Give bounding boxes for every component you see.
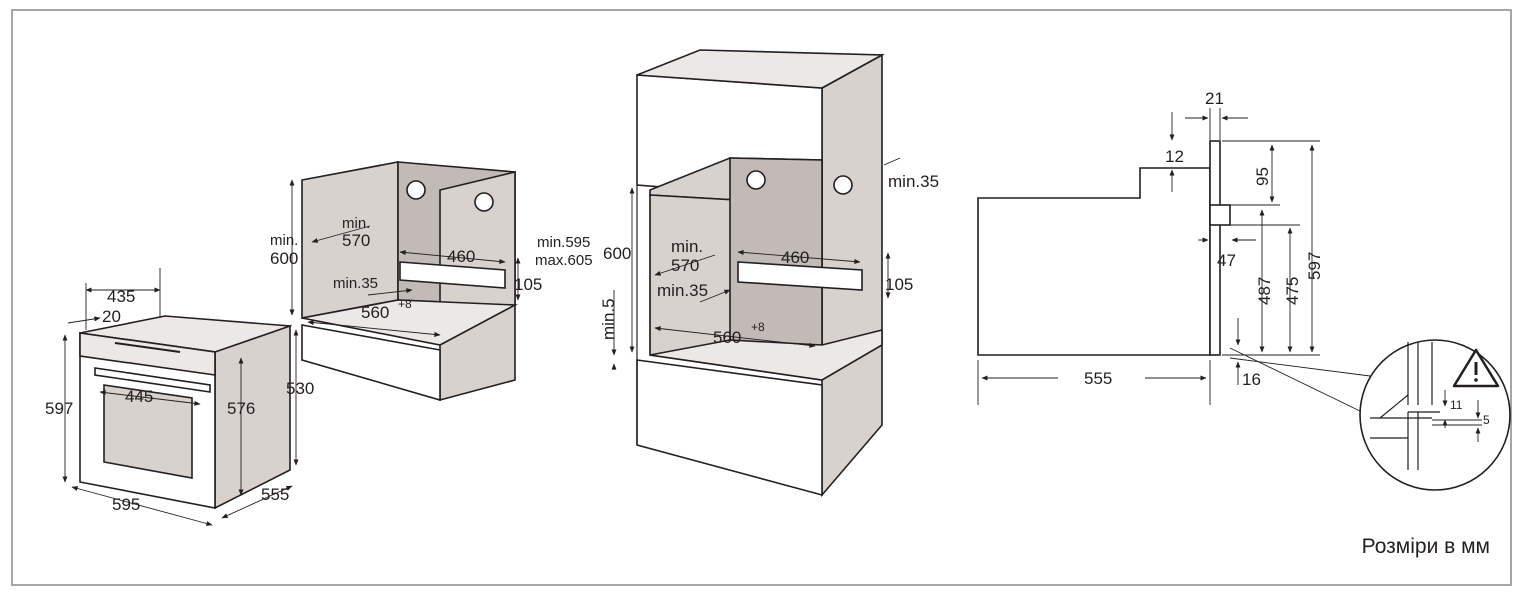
detail-profile (1370, 342, 1440, 470)
oven-height: 597 (45, 399, 73, 418)
oven-depth: 555 (261, 485, 289, 504)
oven-drawing (79, 315, 293, 510)
oven-door-width: 445 (125, 387, 153, 406)
side-height-475: 475 (1283, 277, 1302, 305)
cab2-bottom-gap: min.5 (599, 298, 618, 340)
cab1-opening-width: 560 (361, 303, 389, 322)
cab2-gap: min.35 (657, 281, 708, 300)
cab1-gap: min.35 (333, 275, 378, 292)
cab2-top-gap: min.35 (888, 172, 939, 191)
cab1-min-depth-value: 570 (342, 231, 370, 250)
warning-triangle-icon (1452, 348, 1500, 388)
cab1-min-height-value: 600 (270, 249, 298, 268)
cabinet-column-dimensions (611, 157, 901, 370)
cab1-cutout-height: 105 (514, 275, 542, 294)
cabinet-column (636, 49, 885, 498)
side-top-offset: 95 (1253, 167, 1272, 186)
detail-gap-5: 5 (1483, 413, 1490, 427)
cab1-cutout-width: 460 (447, 247, 475, 266)
side-bottom-offset: 16 (1242, 370, 1261, 389)
cabinet-under-counter (301, 161, 518, 402)
units-note: Розміри в мм (1362, 535, 1490, 558)
side-handle-depth: 47 (1217, 251, 1236, 270)
cab2-opening-width: 560 (713, 328, 741, 347)
cab2-opening-tolerance: +8 (751, 320, 765, 334)
oven-width: 595 (112, 495, 140, 514)
oven-inner-height: 576 (227, 399, 255, 418)
diagram-frame (11, 9, 1512, 586)
side-front-thickness: 21 (1205, 89, 1224, 108)
side-depth: 555 (1084, 369, 1112, 388)
cab1-min-depth-label: min. (342, 215, 370, 232)
cab1-opening-tolerance: +8 (398, 297, 412, 311)
cab1-opening-height-min: min.595 (537, 234, 590, 251)
oven-depth-top: 435 (107, 287, 135, 306)
oven-side-view (977, 140, 1231, 356)
side-step: 12 (1165, 147, 1184, 166)
oven-panel-offset: 20 (102, 307, 121, 326)
cab2-cutout-height: 105 (885, 275, 913, 294)
detail-gap-11: 11 (1450, 398, 1463, 412)
oven-dimensions (62, 268, 299, 526)
cab1-min-height-label: min. (270, 232, 298, 249)
side-height-487: 487 (1255, 277, 1274, 305)
oven-side-depth: 530 (286, 379, 314, 398)
cab2-min-depth-value: 570 (671, 256, 699, 275)
cab1-opening-height-max: max.605 (535, 252, 593, 269)
cab2-cutout-width: 460 (781, 248, 809, 267)
side-view-dimensions (977, 108, 1320, 405)
cab2-min-depth-label: min. (671, 237, 703, 256)
cab2-height: 600 (603, 244, 631, 263)
side-total-height: 597 (1305, 252, 1324, 280)
cabinet-under-counter-dimensions (289, 179, 521, 337)
